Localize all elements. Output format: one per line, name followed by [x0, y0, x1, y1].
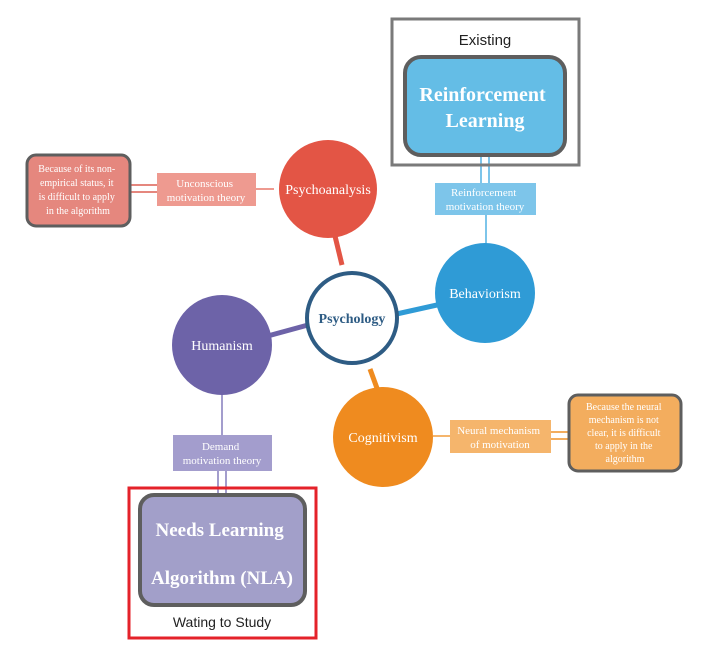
node-cognitivism-label: Cognitivism — [348, 431, 417, 446]
theory-humanism-line-2: motivation theory — [183, 455, 262, 467]
theory-humanism: Demand motivation theory — [173, 435, 272, 471]
node-cognitivism: Cognitivism — [333, 387, 433, 487]
node-center-circle — [305, 271, 399, 365]
note-cognitivism-line-3: clear, it is difficult — [587, 428, 661, 439]
node-humanism-circle — [172, 295, 272, 395]
theory-cognitivism-box — [450, 420, 551, 453]
existing-group: Existing Reinforcement Learning — [390, 17, 581, 167]
existing-caption: Existing — [459, 32, 512, 49]
waiting-frame — [127, 486, 318, 640]
connectors — [130, 157, 569, 493]
theory-humanism-text: Demand motivation theory — [183, 441, 262, 467]
theory-cognitivism-line-1: Neural mechanism — [457, 425, 540, 437]
note-psychoanalysis-line-4: in the algorithm — [46, 206, 110, 217]
note-cognitivism-box — [567, 393, 683, 473]
note-cognitivism-line-1: Because the neural — [586, 402, 662, 413]
note-psychoanalysis-line-2: empirical status, it — [40, 178, 114, 189]
theory-behaviorism-text: Reinforcement motivation theory — [446, 187, 525, 213]
existing-frame — [390, 17, 581, 167]
node-center-label: Psychology — [319, 312, 386, 327]
theory-behaviorism-line-2: motivation theory — [446, 201, 525, 213]
waiting-box — [138, 493, 307, 607]
connector-humanism — [263, 322, 309, 340]
existing-box — [403, 55, 567, 157]
theory-humanism-line-1: Demand — [202, 441, 240, 453]
waiting-title: Needs Learning Algorithm (NLA) — [151, 520, 293, 589]
theory-behaviorism-box — [435, 183, 536, 215]
existing-title: Reinforcement Learning — [419, 84, 550, 132]
node-center: Psychology — [305, 271, 399, 365]
node-humanism-label: Humanism — [191, 339, 253, 354]
theory-psychoanalysis-line-2: motivation theory — [167, 192, 246, 204]
note-cognitivism-line-5: algorithm — [606, 454, 645, 465]
theory-psychoanalysis-box — [157, 173, 256, 206]
note-psychoanalysis-line-1: Because of its non- — [38, 164, 115, 175]
connector-behaviorism — [391, 302, 438, 318]
waiting-caption: Wating to Study — [173, 614, 271, 630]
note-cognitivism-line-4: to apply in the — [595, 441, 653, 452]
note-cognitivism-text: Because the neural mechanism is not clea… — [586, 402, 664, 465]
note-psychoanalysis-box — [25, 153, 132, 228]
existing-title-line-1: Reinforcement — [419, 84, 546, 106]
theory-cognitivism-line-2: of motivation — [470, 439, 530, 451]
theory-behaviorism: Reinforcement motivation theory — [435, 183, 536, 215]
waiting-group: Needs Learning Algorithm (NLA) Wating to… — [127, 486, 318, 640]
note-psychoanalysis: Because of its non- empirical status, it… — [25, 153, 132, 228]
node-behaviorism: Behaviorism — [435, 243, 535, 343]
node-behaviorism-circle — [435, 243, 535, 343]
theory-cognitivism: Neural mechanism of motivation — [450, 420, 551, 453]
note-psychoanalysis-text: Because of its non- empirical status, it… — [38, 164, 117, 217]
theory-cognitivism-text: Neural mechanism of motivation — [457, 425, 543, 451]
theory-psychoanalysis-line-1: Unconscious — [176, 178, 233, 190]
theory-psychoanalysis: Unconscious motivation theory — [157, 173, 256, 206]
node-cognitivism-circle — [333, 387, 433, 487]
connector-cognitivism — [367, 368, 381, 392]
note-cognitivism-line-2: mechanism is not — [589, 415, 659, 426]
node-psychoanalysis-label: Psychoanalysis — [285, 183, 371, 198]
node-behaviorism-label: Behaviorism — [449, 287, 521, 302]
node-humanism: Humanism — [172, 295, 272, 395]
node-psychoanalysis-circle — [279, 140, 377, 238]
note-psychoanalysis-line-3: is difficult to apply — [39, 192, 115, 203]
connector-psychoanalysis — [332, 235, 345, 266]
waiting-title-line-2: Algorithm (NLA) — [151, 568, 293, 589]
existing-title-line-2: Learning — [446, 110, 525, 132]
node-psychoanalysis: Psychoanalysis — [279, 140, 377, 238]
theory-behaviorism-line-1: Reinforcement — [451, 187, 516, 199]
theory-humanism-box — [173, 435, 272, 471]
waiting-title-line-1: Needs Learning — [156, 520, 285, 541]
theory-psychoanalysis-text: Unconscious motivation theory — [167, 178, 246, 204]
note-cognitivism: Because the neural mechanism is not clea… — [567, 393, 683, 473]
